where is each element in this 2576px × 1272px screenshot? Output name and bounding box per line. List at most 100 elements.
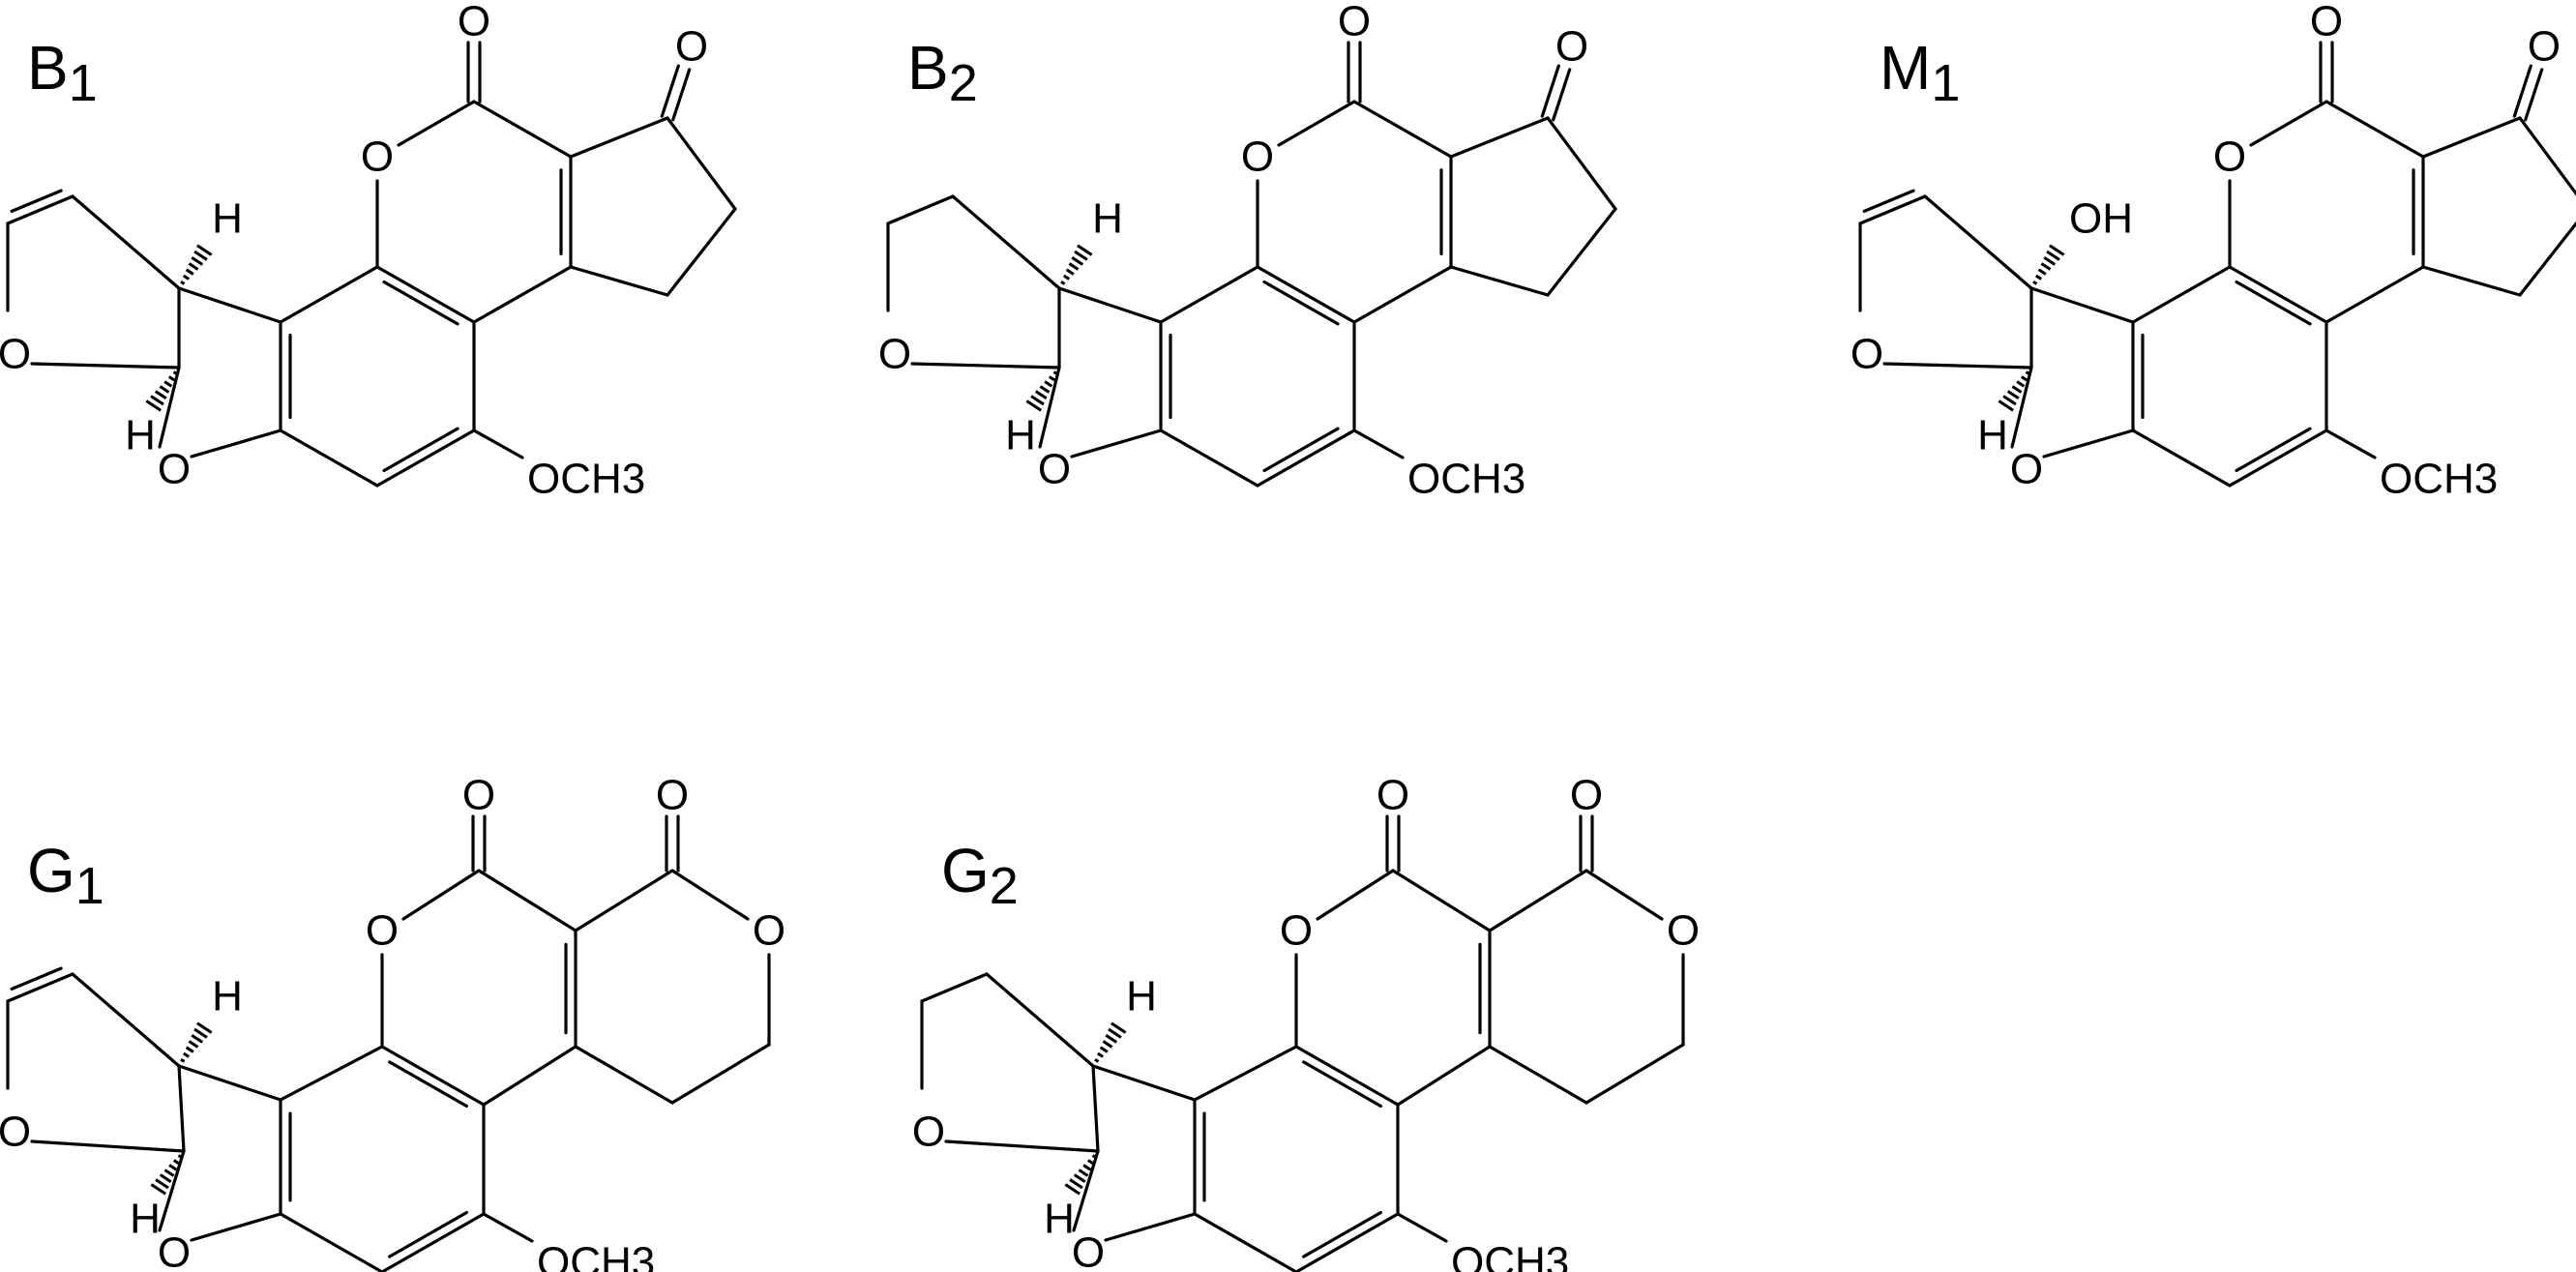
oxygen-label: O [1851,331,1883,378]
methoxy-label: OCH3 [1451,1239,1569,1272]
stereo-hash [193,250,208,261]
bond [1256,429,1356,488]
bond [1923,194,2033,290]
bond [1277,100,1356,147]
bond [2228,429,2328,488]
oxygen-label: O [458,0,490,45]
oxygen-label: O [1280,907,1313,955]
stereo-hash [1052,370,1058,376]
stereo-hash [1071,255,1084,266]
methoxy-label: OCH3 [537,1239,655,1272]
bond [279,429,379,488]
stereo-hash [2032,280,2038,285]
bond [477,869,577,932]
bond [375,429,476,488]
stereo-hash [2002,395,2017,406]
stereo-hash [1078,1168,1089,1177]
hydrogen-label: H [1005,412,1036,459]
hydrogen-label: H [1044,1196,1075,1243]
oxygen-label: O [2213,133,2246,181]
bond [1159,265,1259,324]
stereo-hash [1998,399,2014,412]
carbonyl-bond [2524,68,2544,122]
bond [2324,100,2425,159]
hydroxyl-label: OH [2069,195,2133,243]
stereo-hash [2011,385,2023,394]
stereo-hash [1091,1154,1097,1160]
stereo-hash [177,1154,183,1160]
structure-title: B2 [907,33,978,112]
bond [177,286,282,324]
oxygen-label: O [1338,0,1371,45]
bond [574,869,674,932]
bond [190,1212,282,1242]
bond [158,366,181,449]
double-bond-line [2235,427,2312,473]
stereo-hash [1077,244,1093,256]
oxygen-label: O [656,772,689,819]
stereo-hash [1025,399,1042,412]
bond [482,1212,534,1243]
bond [1294,1045,1400,1107]
stereo-hash [1102,1040,1113,1049]
bond [2324,265,2425,324]
oxygen-label: O [1377,772,1409,819]
stereo-hash [2006,390,2020,400]
bond [1070,429,1163,459]
bond [2249,100,2328,147]
bond [1193,1212,1298,1272]
bond [2324,429,2377,459]
bond [886,194,955,225]
bond [2131,429,2232,488]
bond [920,972,989,1003]
bond [670,1043,771,1105]
oxygen-label: O [1555,23,1588,71]
oxygen-label: O [753,907,785,955]
oxygen-label: O [1038,446,1071,493]
stereo-hash [182,1051,191,1058]
stereo-hash [159,385,170,394]
oxygen-label: O [366,907,399,955]
bond [1038,366,1061,449]
bond [2010,366,2033,449]
stereo-hash [159,1173,172,1184]
carbonyl-bond [1540,64,1560,118]
bond [1488,869,1588,932]
double-bond-line [382,280,459,326]
stereo-hash [150,395,164,406]
bond [279,1212,384,1272]
stereo-hash [1039,385,1051,394]
structure-title: G2 [941,836,1019,915]
stereo-hash [163,1168,175,1177]
hydrogen-label: H [1092,195,1123,243]
bond [666,207,737,297]
stereo-hash [1099,1046,1109,1053]
stereo-hash [1069,1178,1083,1190]
hydrogen-label: H [1977,412,2008,459]
bond [2421,265,2522,297]
stereo-hash [196,244,213,256]
hydrogen-label: H [212,195,243,243]
stereo-hash [154,390,167,400]
double-bond-line [1262,280,1340,326]
methoxy-label: OCH3 [1407,456,1525,503]
double-bond-line [388,1210,469,1258]
stereo-hash [2034,274,2043,281]
stereo-hash [188,1040,199,1049]
bond [380,1045,486,1107]
bond [1352,100,1453,159]
stereo-hash [1062,274,1071,281]
oxygen-label: O [158,446,191,493]
bond [569,265,669,297]
bond [1352,429,1405,459]
stereo-hash [1048,375,1056,382]
carbonyl-bond [2512,64,2532,118]
oxygen-label: O [1667,907,1700,955]
bond [6,972,74,1003]
stereo-hash [1094,1057,1100,1063]
structure-title: B1 [27,33,98,112]
stereo-hash [1064,1183,1081,1196]
